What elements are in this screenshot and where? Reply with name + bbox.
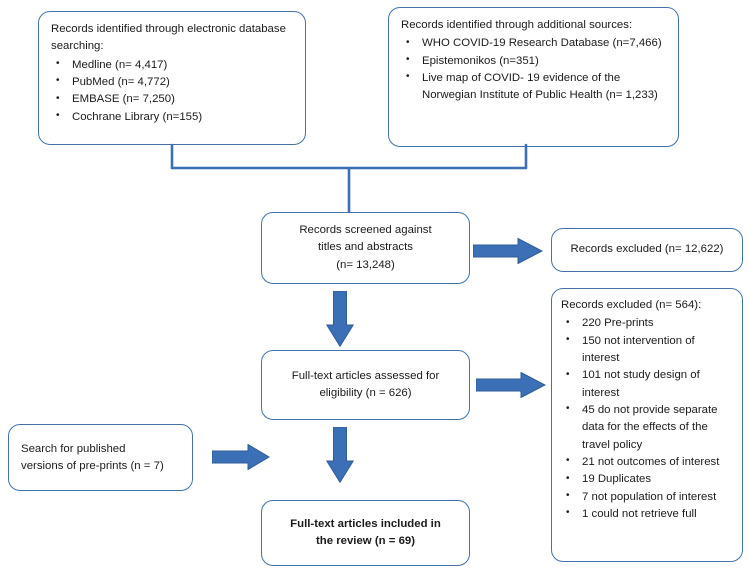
records-excluded-screening-text: Records excluded (n= 12,622): [570, 243, 724, 256]
fulltext-included-line-1: Full-text articles included in: [290, 517, 441, 530]
preprint-search-line-2: versions of pre-prints (n = 7): [21, 460, 164, 472]
arrow-screened-to-fulltext: [326, 291, 354, 347]
electronic-sources-list: Medline (n= 4,417) PubMed (n= 4,772) EMB…: [51, 56, 295, 126]
list-item: 101 not study design of interest: [561, 367, 735, 402]
right-arrow-icon: [212, 444, 270, 470]
list-item: 19 Duplicates: [561, 471, 735, 488]
list-item: PubMed (n= 4,772): [51, 73, 295, 91]
records-screened-line-3: (n= 13,248): [336, 258, 395, 271]
box-records-identified-additional: Records identified through additional so…: [388, 7, 679, 147]
down-arrow-icon: [326, 427, 354, 483]
arrow-screened-to-excluded: [473, 238, 543, 264]
box-records-identified-electronic: Records identified through electronic da…: [38, 11, 306, 145]
list-item: 1 could not retrieve full: [561, 505, 735, 523]
down-arrow-icon: [326, 291, 354, 347]
arrow-fulltext-to-included: [326, 427, 354, 483]
box-fulltext-included: Full-text articles included in the revie…: [261, 500, 470, 566]
records-excluded-eligibility-list: 220 Pre-prints 150 not intervention of i…: [561, 315, 735, 523]
list-item: Cochrane Library (n=155): [51, 108, 295, 126]
records-excluded-eligibility-header: Records excluded (n= 564):: [561, 299, 702, 311]
list-item: 21 not outcomes of interest: [561, 453, 735, 471]
records-screened-line-2: titles and abstracts: [318, 241, 413, 254]
box-records-excluded-screening: Records excluded (n= 12,622): [551, 228, 743, 272]
right-arrow-icon: [476, 372, 546, 398]
arrow-fulltext-to-excluded: [476, 372, 546, 398]
box-preprint-version-search: Search for published versions of pre-pri…: [8, 424, 193, 491]
merge-bracket-connector: [160, 142, 580, 214]
fulltext-included-line-2: the review (n = 69): [315, 535, 416, 547]
merge-bracket-icon: [170, 143, 528, 212]
right-arrow-icon: [473, 238, 543, 264]
list-item: WHO COVID-19 Research Database (n=7,466): [401, 35, 668, 52]
list-item: Live map of COVID- 19 evidence of the No…: [401, 69, 668, 105]
box-records-screened: Records screened against titles and abst…: [261, 212, 470, 284]
box-fulltext-assessed: Full-text articles assessed for eligibil…: [261, 350, 470, 420]
list-item: 7 not population of interest: [561, 488, 735, 506]
list-item: Epistemonikos (n=351): [401, 52, 668, 70]
list-item: 220 Pre-prints: [561, 315, 735, 332]
list-item: 45 do not provide separate data for the …: [561, 401, 735, 454]
additional-sources-header: Records identified through additional so…: [401, 19, 633, 31]
list-item: EMBASE (n= 7,250): [51, 91, 295, 108]
box-records-excluded-eligibility: Records excluded (n= 564): 220 Pre-print…: [551, 288, 743, 562]
electronic-sources-header: Records identified through electronic da…: [51, 23, 286, 53]
list-item: 150 not intervention of interest: [561, 332, 735, 368]
records-screened-line-1: Records screened against: [299, 224, 432, 236]
arrow-preprints-to-fulltext: [212, 444, 270, 470]
preprint-search-line-1: Search for published: [21, 442, 126, 455]
fulltext-assessed-line-2: eligibility (n = 626): [319, 387, 412, 399]
fulltext-assessed-line-1: Full-text articles assessed for: [291, 369, 440, 382]
additional-sources-list: WHO COVID-19 Research Database (n=7,466)…: [401, 35, 668, 104]
list-item: Medline (n= 4,417): [51, 56, 295, 74]
